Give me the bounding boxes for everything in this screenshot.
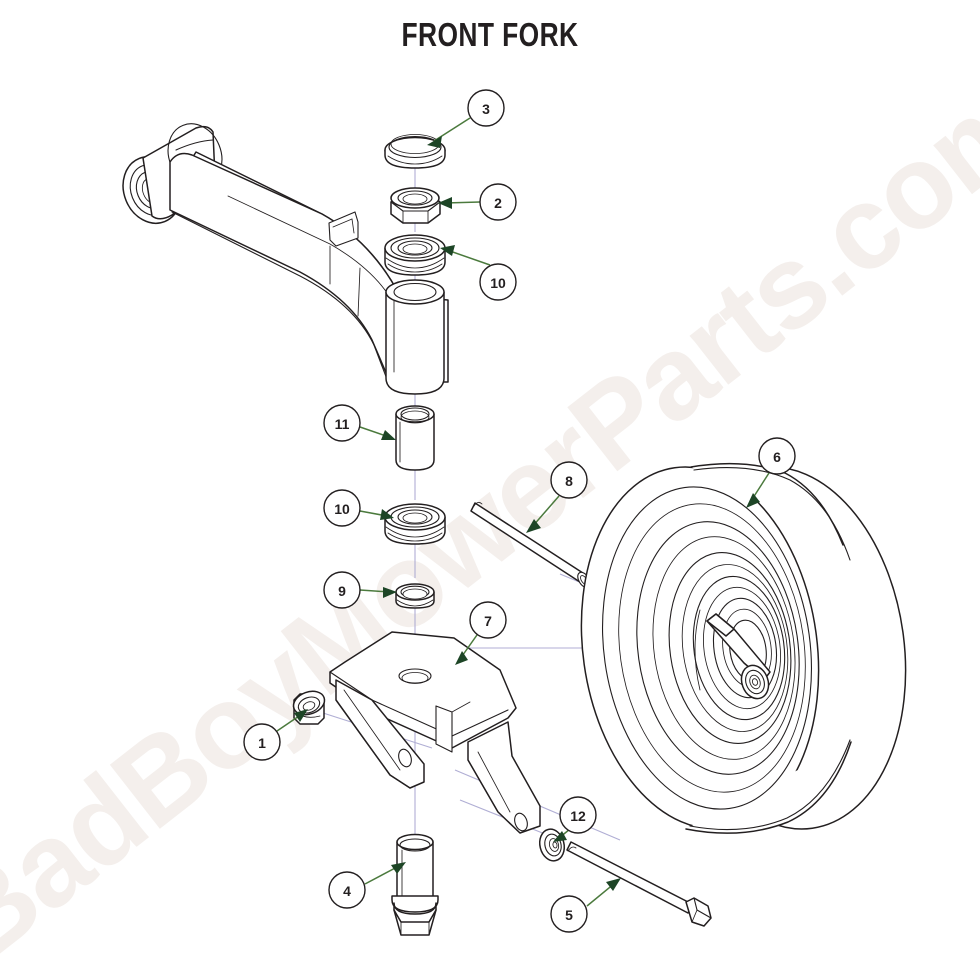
callout-label-9: 9 (338, 583, 346, 599)
callout-bubble-5[interactable] (550, 895, 588, 933)
part-hex-flange-nut (390, 187, 441, 224)
callout-bubble-3[interactable] (467, 89, 505, 127)
part-bearing-upper (384, 234, 446, 276)
callout-1[interactable]: 1 (243, 709, 308, 761)
part-fork-bracket (329, 631, 541, 834)
fork-arm (122, 123, 449, 395)
callout-3[interactable]: 3 (427, 89, 505, 148)
callout-bubble-6[interactable] (758, 437, 796, 475)
part-bearing-spacer-tube (395, 405, 435, 471)
callout-label-3: 3 (482, 101, 490, 117)
callout-6[interactable]: 6 (746, 437, 796, 508)
callout-bubble-7[interactable] (469, 601, 507, 639)
callout-5[interactable]: 5 (550, 878, 621, 933)
callout-9[interactable]: 9 (323, 571, 397, 609)
callout-bubble-9[interactable] (323, 571, 361, 609)
page-title: FRONT FORK (401, 16, 579, 53)
part-flange-lock-nut (292, 690, 326, 725)
callout-7[interactable]: 7 (455, 601, 507, 665)
callout-label-8: 8 (565, 473, 573, 489)
callout-label-2: 2 (494, 195, 502, 211)
callout-label-1: 1 (258, 735, 266, 751)
callout-bubble-1[interactable] (243, 723, 281, 761)
callout-bubble-12[interactable] (559, 796, 597, 834)
callout-10-upper[interactable]: 10 (440, 245, 517, 301)
callout-bubble-11[interactable] (323, 404, 361, 442)
part-fork-spindle-bolt (391, 833, 439, 936)
part-bearing-spacer-washer (395, 583, 435, 609)
part-axle-bolt (566, 841, 712, 927)
callout-8[interactable]: 8 (526, 461, 588, 533)
callout-label-7: 7 (484, 613, 492, 629)
callout-bubble-10-upper[interactable] (479, 263, 517, 301)
callout-label-10-lower: 10 (334, 501, 350, 517)
callout-label-5: 5 (565, 907, 573, 923)
callout-2[interactable]: 2 (438, 183, 517, 221)
callout-label-6: 6 (773, 449, 781, 465)
part-front-tire-wheel-assembly (580, 462, 907, 834)
callout-12[interactable]: 12 (553, 796, 597, 842)
callout-4[interactable]: 4 (328, 862, 406, 909)
callout-label-10-upper: 10 (490, 275, 506, 291)
callout-bubble-8[interactable] (550, 461, 588, 499)
callout-11[interactable]: 11 (323, 404, 396, 442)
callout-bubble-10-lower[interactable] (323, 489, 361, 527)
callout-label-4: 4 (343, 883, 351, 899)
callout-label-12: 12 (570, 808, 586, 824)
callout-bubble-4[interactable] (328, 871, 366, 909)
callout-label-11: 11 (335, 416, 350, 432)
callout-bubble-2[interactable] (479, 183, 517, 221)
part-dust-cap (384, 134, 446, 169)
callout-10-lower[interactable]: 10 (323, 489, 394, 527)
